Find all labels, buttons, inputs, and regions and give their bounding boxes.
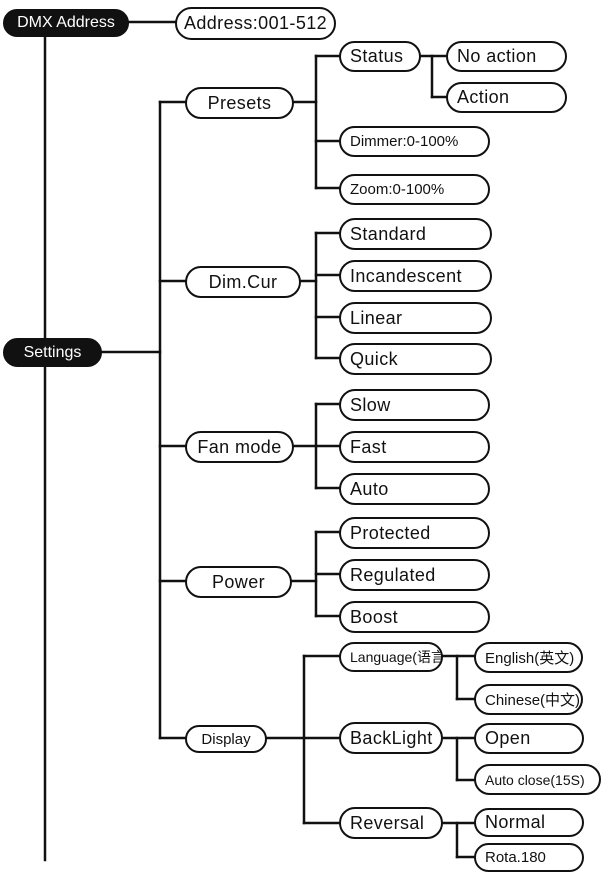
action-option: Action — [446, 82, 567, 113]
language-option-chinese: Chinese(中文) — [474, 684, 583, 715]
language-node: Language(语言) — [339, 642, 443, 672]
no-action-option: No action — [446, 41, 567, 72]
backlight-node: BackLight — [339, 722, 443, 754]
backlight-option-auto-close: Auto close(15S) — [474, 764, 601, 795]
dmx-address-node: DMX Address — [3, 9, 129, 37]
zoom-range-node: Zoom:0-100% — [339, 174, 490, 205]
dim-cur-node: Dim.Cur — [185, 266, 301, 298]
power-option-regulated: Regulated — [339, 559, 490, 591]
dim-cur-option-linear: Linear — [339, 302, 492, 334]
dim-cur-option-standard: Standard — [339, 218, 492, 250]
fan-mode-option-slow: Slow — [339, 389, 490, 421]
display-node: Display — [185, 725, 267, 753]
language-option-english: English(英文) — [474, 642, 583, 673]
dim-cur-option-incandescent: Incandescent — [339, 260, 492, 292]
reversal-node: Reversal — [339, 807, 443, 839]
power-option-protected: Protected — [339, 517, 490, 549]
settings-node: Settings — [3, 338, 102, 367]
fan-mode-node: Fan mode — [185, 431, 294, 463]
dim-cur-option-quick: Quick — [339, 343, 492, 375]
power-option-boost: Boost — [339, 601, 490, 633]
address-range-node: Address:001-512 — [175, 7, 336, 40]
fan-mode-option-fast: Fast — [339, 431, 490, 463]
fan-mode-option-auto: Auto — [339, 473, 490, 505]
power-node: Power — [185, 566, 292, 598]
reversal-option-rota-180: Rota.180 — [474, 843, 584, 872]
dimmer-range-node: Dimmer:0-100% — [339, 126, 490, 157]
backlight-option-open: Open — [474, 723, 584, 754]
presets-node: Presets — [185, 87, 294, 119]
reversal-option-normal: Normal — [474, 808, 584, 837]
status-node: Status — [339, 41, 421, 72]
